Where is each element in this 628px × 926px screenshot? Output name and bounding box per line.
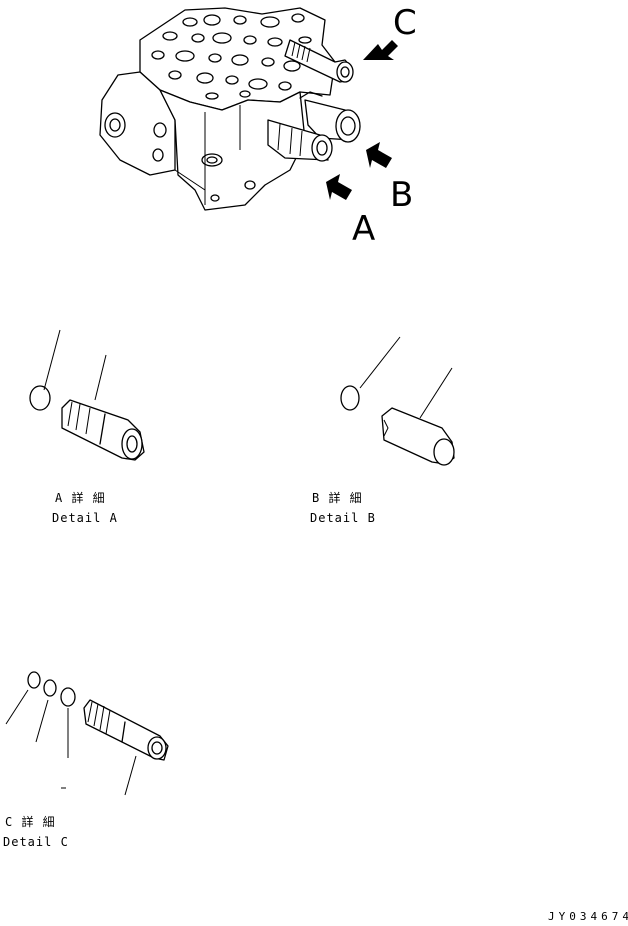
- detail-a-parts: A 詳 細 Detail A: [29, 329, 145, 525]
- plug-part-c: [83, 699, 169, 761]
- o-ring: [27, 671, 41, 689]
- detail-a-subtitle: Detail A: [52, 511, 118, 525]
- leader-line: [419, 367, 453, 419]
- leader-line: [35, 699, 49, 743]
- callout-b: B: [390, 175, 413, 215]
- leader-line: [43, 329, 61, 391]
- control-valve-body: [99, 7, 336, 211]
- arrow-b: [366, 142, 392, 168]
- drawing-code: JY034674: [548, 910, 628, 923]
- leader-line: [124, 755, 137, 796]
- detail-b-subtitle: Detail B: [310, 511, 376, 525]
- detail-a-title: A 詳 細: [55, 490, 106, 505]
- arrow-a: [326, 174, 352, 200]
- detail-b-title: B 詳 細: [312, 490, 363, 505]
- plug-part-a: [61, 399, 145, 461]
- detail-c-title: C 詳 細: [5, 814, 56, 829]
- detail-c-subtitle: Detail C: [3, 835, 69, 849]
- detail-c-parts: C 詳 細 Detail C: [3, 671, 169, 849]
- plug-b-on-body: [299, 91, 361, 143]
- plug-part-b: [381, 407, 455, 466]
- o-ring: [340, 385, 360, 411]
- o-ring: [29, 385, 51, 411]
- o-ring: [60, 687, 76, 707]
- top-plate-holes: [151, 13, 312, 100]
- callout-c: C: [393, 3, 417, 43]
- plug-c-on-body: [284, 39, 354, 83]
- callout-a: A: [352, 209, 375, 249]
- leader-line: [5, 689, 29, 725]
- arrow-c: [363, 40, 398, 60]
- plug-a-on-body: [267, 119, 333, 162]
- leader-line: [359, 336, 401, 389]
- leader-line: [94, 354, 107, 401]
- o-ring: [43, 679, 57, 697]
- detail-b-parts: B 詳 細 Detail B: [310, 336, 455, 525]
